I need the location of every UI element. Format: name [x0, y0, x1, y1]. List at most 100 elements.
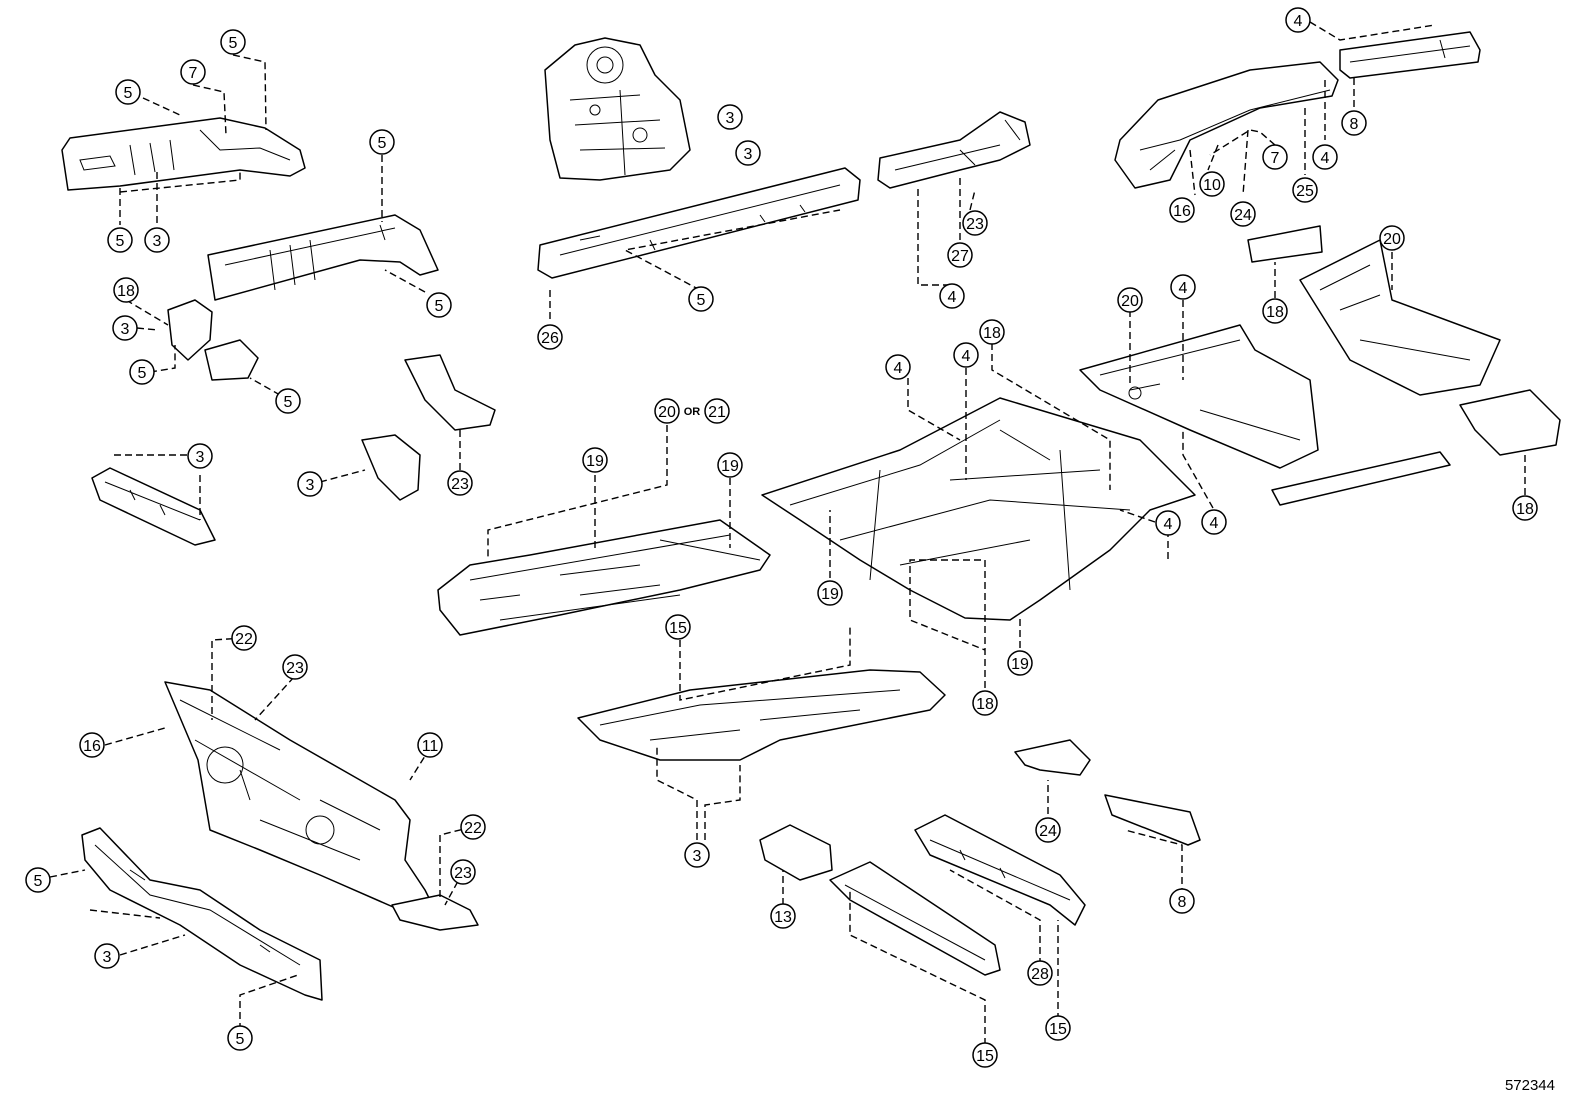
- callout-label: 23: [454, 865, 472, 882]
- callout-4: 3: [144, 227, 170, 253]
- bracket-18-upper-right: [1247, 225, 1323, 263]
- callout-6: 3: [735, 140, 761, 166]
- callout-label: 5: [697, 292, 706, 309]
- callout-8: 8: [1341, 110, 1367, 136]
- callout-45: 18: [972, 690, 998, 716]
- callout-0: 5: [220, 29, 246, 55]
- rear-side-member-upper-right: [1339, 31, 1481, 79]
- callout-label: 8: [1178, 894, 1187, 911]
- callout-label: 8: [1350, 116, 1359, 133]
- callout-label: 19: [821, 586, 839, 603]
- gusset-3: [361, 434, 421, 501]
- rocker-lower-left: [829, 861, 1001, 976]
- callout-label: 5: [435, 298, 444, 315]
- callout-54: 5: [25, 867, 51, 893]
- callout-19: 23: [962, 210, 988, 236]
- callout-34: 4: [885, 354, 911, 380]
- callout-48: 22: [231, 625, 257, 651]
- callout-30: 23: [447, 470, 473, 496]
- callout-50: 16: [79, 732, 105, 758]
- callout-label: 18: [976, 696, 994, 713]
- callout-label: 5: [124, 85, 133, 102]
- callout-label: 20: [1383, 231, 1401, 248]
- callout-12: 10: [1199, 171, 1225, 197]
- callout-23: 3: [112, 315, 138, 341]
- callout-25: 5: [275, 388, 301, 414]
- front-side-member-inner: [207, 214, 439, 301]
- callout-20: 27: [947, 242, 973, 268]
- callout-26: 18: [1262, 298, 1288, 324]
- callout-label: 22: [464, 820, 482, 837]
- callout-58: 8: [1169, 888, 1195, 914]
- callout-46: 15: [665, 614, 691, 640]
- callout-55: 3: [94, 943, 120, 969]
- or-label: OR: [684, 406, 701, 418]
- callout-40: 21: [704, 398, 730, 424]
- callout-label: 5: [229, 35, 238, 52]
- floor-center-tunnel: [577, 669, 946, 761]
- rear-floor-crossmember-right: [1271, 451, 1451, 506]
- callout-2: 5: [115, 79, 141, 105]
- callout-label: 24: [1039, 823, 1057, 840]
- callout-47: 3: [684, 842, 710, 868]
- callout-27: 20: [1379, 225, 1405, 251]
- callout-label: 18: [1266, 304, 1284, 321]
- front-crossmember: [91, 467, 216, 546]
- callout-label: 21: [708, 404, 726, 421]
- front-floor-extension: [877, 111, 1031, 189]
- callout-56: 5: [227, 1025, 253, 1051]
- callout-39: 20: [654, 398, 680, 424]
- callout-label: 16: [83, 738, 101, 755]
- callout-label: 23: [966, 216, 984, 233]
- callout-label: 19: [721, 458, 739, 475]
- rear-floor-pan-center: [1079, 324, 1319, 469]
- callout-label: 3: [744, 146, 753, 163]
- callout-22: 18: [113, 277, 139, 303]
- callout-32: 4: [1170, 274, 1196, 300]
- callout-13: 24: [1230, 201, 1256, 227]
- callout-label: 23: [451, 476, 469, 493]
- callout-3: 5: [107, 227, 133, 253]
- rocker-panel-inner: [537, 167, 861, 279]
- callout-label: 26: [541, 330, 559, 347]
- callout-label: 18: [983, 325, 1001, 342]
- gusset-23: [404, 354, 496, 431]
- diagram-id: 572344: [1505, 1077, 1555, 1094]
- callout-label: 5: [34, 873, 43, 890]
- callout-label: 23: [286, 660, 304, 677]
- callout-label: 27: [951, 248, 969, 265]
- callout-label: 22: [235, 631, 253, 648]
- leader-lines: [49, 21, 1526, 1045]
- callout-label: 3: [121, 321, 130, 338]
- callout-label: 18: [117, 283, 135, 300]
- callout-38: 18: [1512, 495, 1538, 521]
- callout-label: 4: [894, 360, 903, 377]
- front-side-member-left: [61, 117, 306, 191]
- bracket-18-left: [167, 299, 259, 381]
- callout-label: 19: [586, 453, 604, 470]
- bracket-18-right: [1459, 389, 1561, 456]
- callout-label: 4: [1321, 150, 1330, 167]
- callout-label: 25: [1296, 183, 1314, 200]
- callout-7: 4: [1285, 7, 1311, 33]
- callout-60: 28: [1027, 960, 1053, 986]
- reinforcement-24: [1014, 739, 1091, 776]
- callout-label: 4: [1294, 13, 1303, 30]
- callout-label: 16: [1173, 203, 1191, 220]
- callout-label: 18: [1516, 501, 1534, 518]
- callout-14: 25: [1292, 177, 1318, 203]
- callout-36: 18: [979, 319, 1005, 345]
- callout-label: 3: [726, 110, 735, 127]
- callout-label: 4: [948, 289, 957, 306]
- rear-floor-side-member-right: [1114, 61, 1339, 189]
- callout-label: 15: [669, 620, 687, 637]
- callout-15: 5: [369, 129, 395, 155]
- callout-59: 13: [770, 903, 796, 929]
- front-floor-side-member: [81, 827, 323, 1001]
- callout-label: 28: [1031, 966, 1049, 983]
- callout-label: 10: [1203, 177, 1221, 194]
- callout-label: 5: [116, 233, 125, 250]
- callout-label: 3: [103, 949, 112, 966]
- callout-61: 15: [1045, 1015, 1071, 1041]
